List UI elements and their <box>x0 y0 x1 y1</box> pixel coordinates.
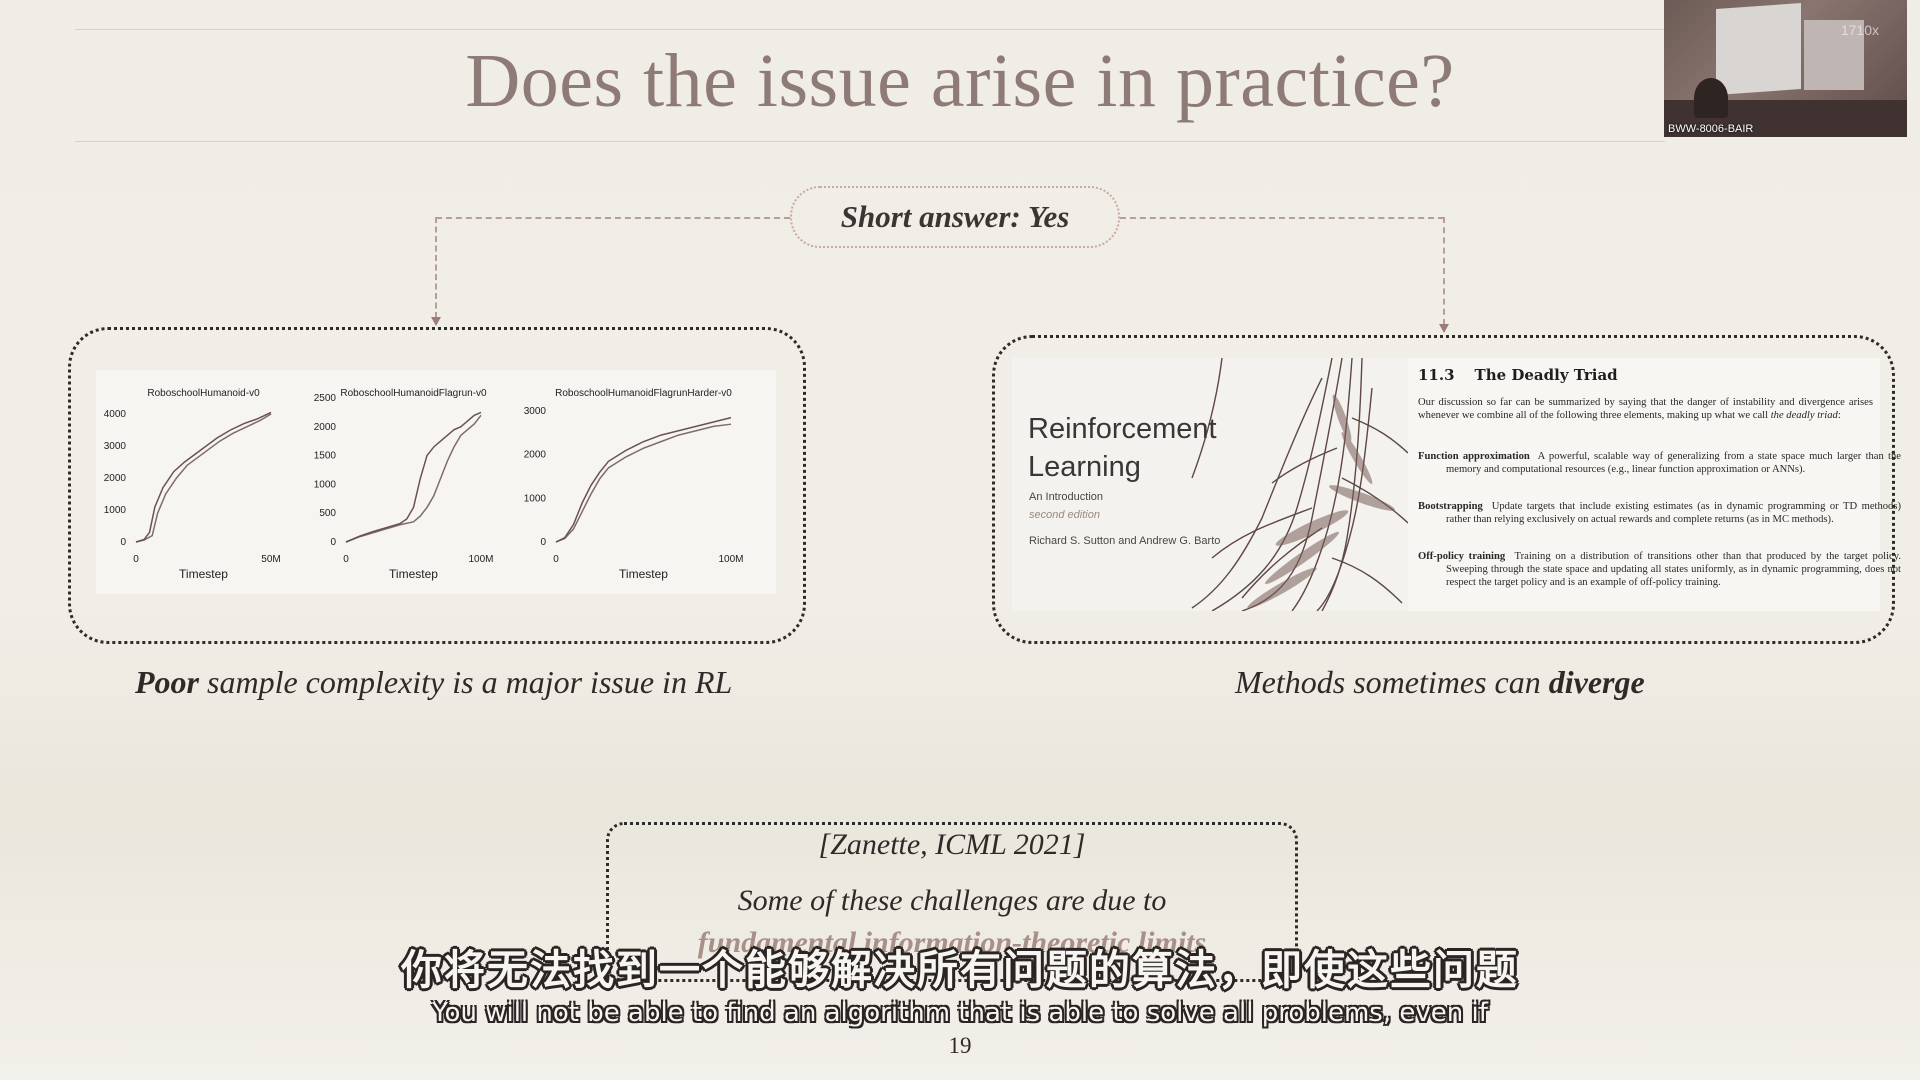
title-rule <box>75 141 1665 142</box>
connector-left-arrowhead <box>431 317 441 326</box>
deadly-triad-panel <box>992 335 1895 644</box>
connector-right-horizontal <box>1120 217 1444 219</box>
webcam-person <box>1694 78 1728 118</box>
y-tick-label: 1000 <box>524 493 547 504</box>
chart-title: RoboschoolHumanoidFlagrunHarder-v0 <box>555 388 732 399</box>
caption-left-text: sample complexity is a major issue in RL <box>199 664 733 700</box>
triad-item-term: Off-policy training <box>1418 551 1506 562</box>
book-subtitle: An Introduction <box>1029 491 1103 503</box>
y-tick-label: 4000 <box>104 409 127 420</box>
series-line <box>135 413 272 543</box>
subtitle-english: You will not be able to find an algorith… <box>432 998 1488 1028</box>
webcam-label: BWW-8006-BAIR <box>1668 123 1754 135</box>
x-axis-label: Timestep <box>619 567 668 581</box>
connector-right-vertical <box>1443 217 1445 325</box>
top-rule <box>75 29 1665 30</box>
y-tick-label: 3000 <box>104 441 127 452</box>
triad-item-text: A powerful, scalable way of generalizing… <box>1446 451 1901 475</box>
chart-title: RoboschoolHumanoidFlagrun-v0 <box>340 388 487 399</box>
triad-item-text: Update targets that include existing est… <box>1446 501 1901 525</box>
reference-line-2: fundamental information-theoretic limits <box>697 926 1207 959</box>
x-tick-label: 0 <box>133 554 139 565</box>
x-axis-label: Timestep <box>179 567 228 581</box>
series-line <box>555 416 732 543</box>
series-line <box>555 423 732 543</box>
caption-sample-complexity: Poor sample complexity is a major issue … <box>135 664 732 701</box>
page-number: 19 <box>948 1033 972 1058</box>
section-title: The Deadly Triad <box>1474 366 1618 384</box>
y-tick-label: 0 <box>120 537 126 548</box>
connector-right-arrowhead <box>1439 324 1449 333</box>
triad-item-text: Training on a distribution of transition… <box>1446 551 1901 588</box>
webcam-watermark: 1710x <box>1840 22 1879 38</box>
triad-item: Function approximation A powerful, scala… <box>1418 450 1901 476</box>
chart-title: RoboschoolHumanoid-v0 <box>147 388 260 399</box>
subtitle-chinese: 你将无法找到一个能够解决所有问题的算法，即使这些问题 <box>401 946 1519 994</box>
triad-item: Off-policy training Training on a distri… <box>1418 550 1901 589</box>
y-tick-label: 2000 <box>104 473 127 484</box>
x-tick-label: 0 <box>343 554 349 565</box>
intro-term: the deadly triad <box>1770 410 1838 421</box>
x-axis-label: Timestep <box>389 567 438 581</box>
series-line <box>135 411 272 543</box>
y-tick-label: 1000 <box>314 479 337 490</box>
y-tick-label: 2000 <box>314 422 337 433</box>
y-tick-label: 0 <box>540 537 546 548</box>
caption-left-bold: Poor <box>135 664 199 700</box>
y-tick-label: 3000 <box>524 406 547 417</box>
sample-complexity-panel <box>68 327 806 644</box>
reference-citation: [Zanette, ICML 2021] <box>818 828 1086 861</box>
webcam-thumbnail[interactable]: 1710x BWW-8006-BAIR <box>1664 0 1907 137</box>
book-cover-plant-art <box>1191 358 1408 611</box>
x-tick-label: 100M <box>468 554 493 565</box>
intro-text: Our discussion so far can be summarized … <box>1418 397 1873 421</box>
book-edition: second edition <box>1029 509 1100 521</box>
triad-item-term: Function approximation <box>1418 451 1530 462</box>
x-tick-label: 100M <box>718 554 743 565</box>
webcam-projector-screen <box>1716 3 1801 95</box>
triad-item: Bootstrapping Update targets that includ… <box>1418 500 1901 526</box>
y-tick-label: 2500 <box>314 393 337 404</box>
section-number: 11.3 <box>1418 366 1455 384</box>
y-tick-label: 500 <box>319 508 336 519</box>
book-authors: Richard S. Sutton and Andrew G. Barto <box>1029 535 1221 547</box>
y-tick-label: 1000 <box>104 505 127 516</box>
y-tick-label: 0 <box>330 537 336 548</box>
book-page-excerpt: 11.3 The Deadly Triad Our discussion so f… <box>1408 358 1901 611</box>
y-tick-label: 2000 <box>524 450 547 461</box>
section-heading: 11.3 The Deadly Triad <box>1418 366 1638 384</box>
connector-left-horizontal <box>436 217 790 219</box>
series-line <box>345 411 482 543</box>
connector-left-vertical <box>435 217 437 318</box>
triad-item-term: Bootstrapping <box>1418 501 1483 512</box>
caption-right-text: Methods sometimes can <box>1235 664 1549 700</box>
learning-curves-figure: RoboschoolHumanoid-v0 0 1000 2000 3000 4000 0 5… <box>96 370 776 594</box>
y-tick-label: 1500 <box>314 451 337 462</box>
reference-line-1: Some of these challenges are due to <box>737 884 1167 917</box>
reference-box <box>606 822 1298 982</box>
caption-right-bold: diverge <box>1548 664 1645 700</box>
book-title: Reinforcement Learning <box>1028 413 1217 483</box>
learning-curves-svg: RoboschoolHumanoid-v0 0 1000 2000 3000 4000 0 5… <box>104 388 744 581</box>
intro-paragraph: Our discussion so far can be summarized … <box>1418 397 1873 421</box>
series-line <box>345 414 482 543</box>
caption-diverge: Methods sometimes can diverge <box>1235 664 1645 701</box>
webcam-window <box>1804 20 1864 90</box>
x-tick-label: 50M <box>261 554 280 565</box>
x-tick-label: 0 <box>553 554 559 565</box>
slide-title: Does the issue arise in practice? <box>465 39 1455 123</box>
short-answer-bubble: Short answer: Yes <box>790 186 1120 248</box>
book-cover-image: Reinforcement Learning An Introduction s… <box>1012 358 1408 611</box>
